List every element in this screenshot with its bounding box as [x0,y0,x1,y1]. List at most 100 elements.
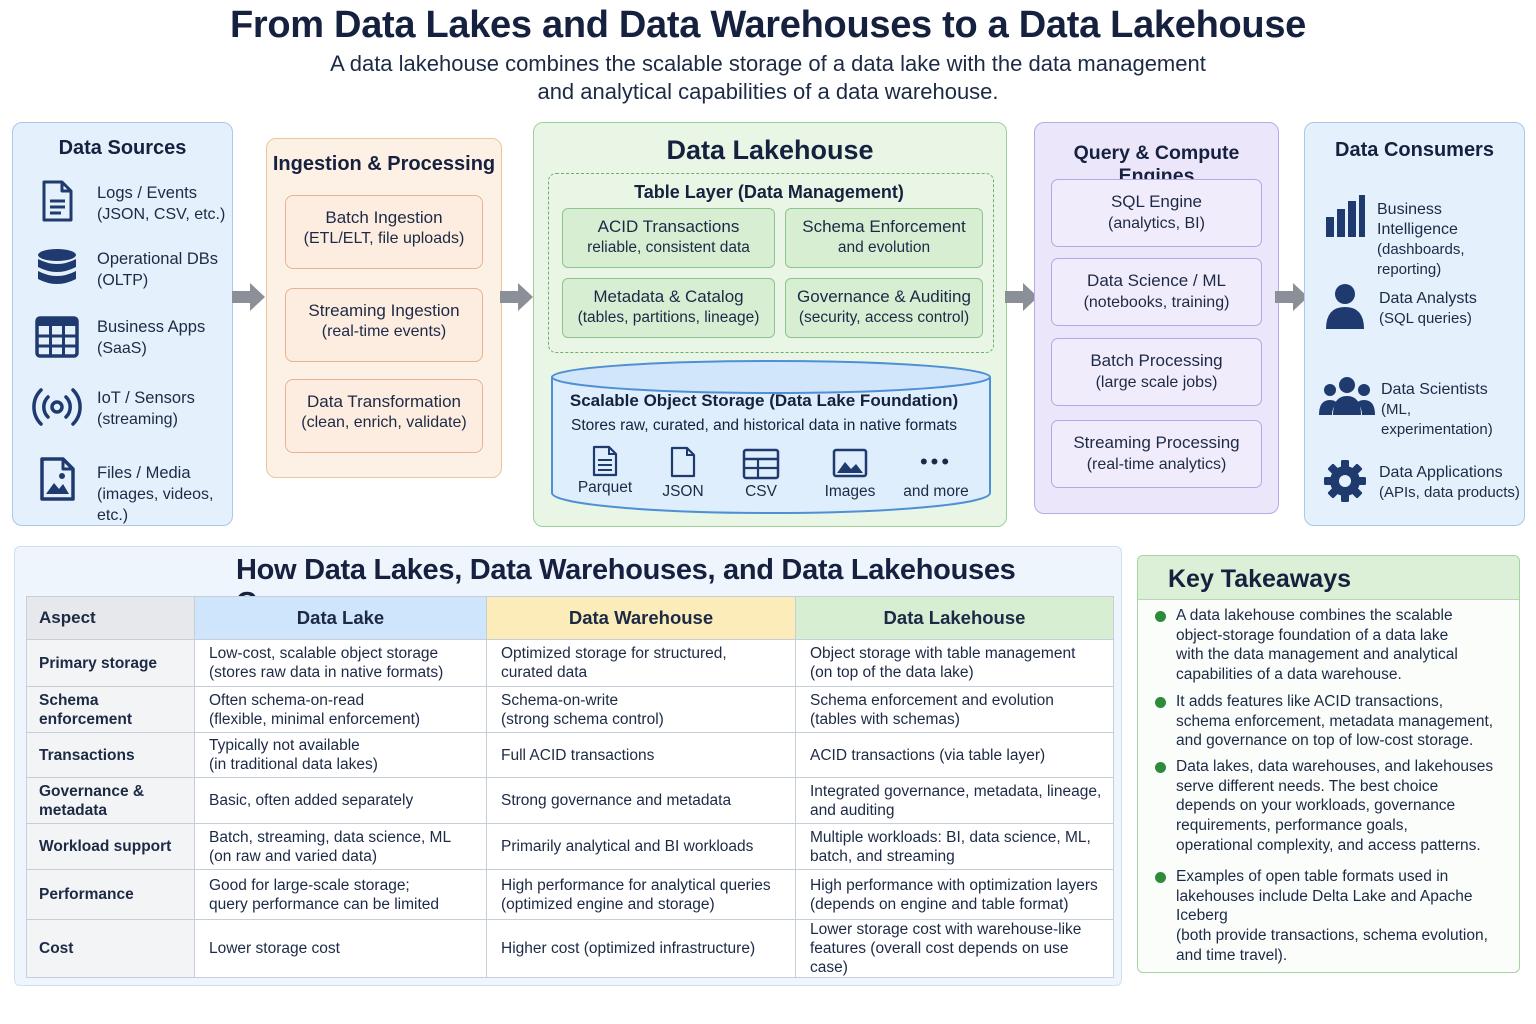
row-aspect: Workload support [26,823,195,870]
data-consumers-title: Data Consumers [1335,139,1494,161]
format-json: JSON [662,483,704,500]
page-title: From Data Lakes and Data Warehouses to a… [230,4,1306,46]
table-row: Workload support Batch, streaming, data s… [26,823,1114,870]
cell-line: curated data [501,664,588,681]
cell-line: Typically not available [209,737,360,754]
source-iot-sensors: IoT / Sensors (streaming) [97,389,195,428]
row-aspect: Governance & metadata [26,777,195,824]
cell-line: (stores raw data in native formats) [209,664,444,681]
subtitle-line-1: A data lakehouse combines the scalable s… [330,51,1206,76]
parquet-icon [592,445,618,477]
cell-lakehouse: Integrated governance, metadata, lineage… [795,777,1114,824]
cell-line: Optimized storage for structured, [501,645,727,662]
cell-line: Integrated governance, metadata, lineage… [810,782,1102,800]
cell-line: (on top of the data lake) [810,664,974,681]
cell-line: Lower storage cost [209,940,340,957]
cell-line: Schema enforcement and evolution [810,691,1054,709]
cell-line: ACID transactions (via table layer) [810,746,1046,764]
table-layer-frame [548,173,994,353]
cell-lake: Basic, often added separately [194,777,487,824]
batch-processing-box: Batch Processing (large scale jobs) [1051,338,1262,406]
row-aspect: Schema enforcement [26,686,195,733]
governance-auditing-box: Governance & Auditing (security, access … [785,278,983,338]
document-icon [42,180,73,222]
source-logs: Logs / Events (JSON, CSV, etc.) [97,184,226,223]
streaming-processing-box: Streaming Processing (real-time analytic… [1051,420,1262,488]
bullet-dot-icon [1155,611,1166,622]
table-layer-title: Table Layer (Data Management) [634,182,904,202]
bar-chart-icon [1326,195,1365,237]
cell-warehouse: Primarily analytical and BI workloads [486,823,796,870]
cell-line: (flexible, minimal enforcement) [209,710,421,728]
ingestion-panel: Ingestion & Processing Batch Ingestion (… [266,138,502,478]
bullet-dot-icon [1155,697,1166,708]
csv-grid-icon [742,448,780,480]
cell-line: (optimized engine and storage) [501,895,715,913]
group-icon [1319,377,1375,415]
cell-line: features (overall cost depends on use ca… [810,940,1069,976]
takeaway-line: object-storage foundation of a data lake [1176,626,1449,644]
image-file-icon [40,457,75,501]
cell-lake: Low-cost, scalable object storage(stores… [194,639,487,687]
arrow-right-icon [232,283,265,311]
arrow-right-icon [500,283,533,311]
cell-line: query performance can be limited [209,895,440,913]
cell-lakehouse: High performance with optimization layer… [795,869,1114,920]
arrow-right-icon [1275,283,1308,311]
database-icon [38,249,76,284]
acid-transactions-box: ACID Transactions reliable, consistent d… [562,208,775,268]
cell-warehouse: High performance for analytical queries(… [486,869,796,920]
takeaway-line: with the data management and analytical [1176,646,1458,664]
cell-warehouse: Full ACID transactions [486,732,796,778]
arrow-right-icon [1005,283,1038,311]
cell-lakehouse: Multiple workloads: BI, data science, ML… [795,823,1114,870]
header-data-lake: Data Lake [194,596,487,640]
format-csv: CSV [745,483,777,500]
data-consumers-panel: Data Consumers Business Intelligence (da… [1304,122,1525,526]
source-operational-dbs: Operational DBs (OLTP) [97,250,219,289]
cell-lakehouse: Schema enforcement and evolution(tables … [795,686,1114,733]
data-science-ml-box: Data Science / ML (notebooks, training) [1051,258,1262,326]
cell-lakehouse: ACID transactions (via table layer) [795,732,1114,778]
metadata-catalog-box: Metadata & Catalog (tables, partitions, … [562,278,775,338]
consumer-data-analysts: Data Analysts (SQL queries) [1379,290,1477,327]
subtitle-line-2: and analytical capabilities of a data wa… [537,79,999,104]
takeaway-item: It adds features like ACID transactions,… [1176,692,1516,751]
format-images: Images [824,483,876,500]
takeaway-line: and governance on top of low-cost storag… [1176,732,1474,750]
cell-line: Batch, streaming, data science, ML [209,828,452,846]
cell-line: Basic, often added separately [209,792,414,809]
takeaway-line: Data lakes, data warehouses, and lakehou… [1176,758,1494,775]
json-icon [670,446,696,478]
cell-line: (depends on engine and table format) [810,895,1069,913]
header-aspect: Aspect [26,596,195,640]
cell-line: High performance with optimization layer… [810,876,1098,894]
consumer-business-intelligence: Business Intelligence (dashboards, repor… [1377,201,1465,278]
row-aspect: Transactions [26,732,195,778]
image-icon [832,448,868,478]
comparison-table: Aspect Data Lake Data Warehouse Data Lak… [26,596,1114,978]
cell-line: Higher cost (optimized infrastructure) [501,940,756,957]
more-dots-icon: ••• [919,449,953,474]
source-business-apps: Business Apps (SaaS) [97,318,206,357]
query-engines-panel: Query & Compute Engines SQL Engine (anal… [1034,122,1279,514]
cell-line: Full ACID transactions [501,746,655,764]
schema-enforcement-box: Schema Enforcement and evolution [785,208,983,268]
cell-warehouse: Higher cost (optimized infrastructure) [486,919,796,978]
cell-line: and auditing [810,801,895,819]
batch-ingestion-box: Batch Ingestion (ETL/ELT, file uploads) [285,195,483,269]
grid-icon [35,316,79,358]
takeaway-line: and time travel). [1176,946,1288,964]
bullet-dot-icon [1155,762,1166,773]
takeaway-line: schema enforcement, metadata management, [1176,712,1494,730]
data-sources-title: Data Sources [58,137,187,159]
cell-line: Multiple workloads: BI, data science, ML… [810,828,1091,846]
bullet-dot-icon [1155,872,1166,883]
cell-line: Good for large-scale storage; [209,876,410,894]
takeaway-line: depends on your workloads, governance [1176,797,1456,815]
streaming-ingestion-box: Streaming Ingestion (real-time events) [285,288,483,362]
